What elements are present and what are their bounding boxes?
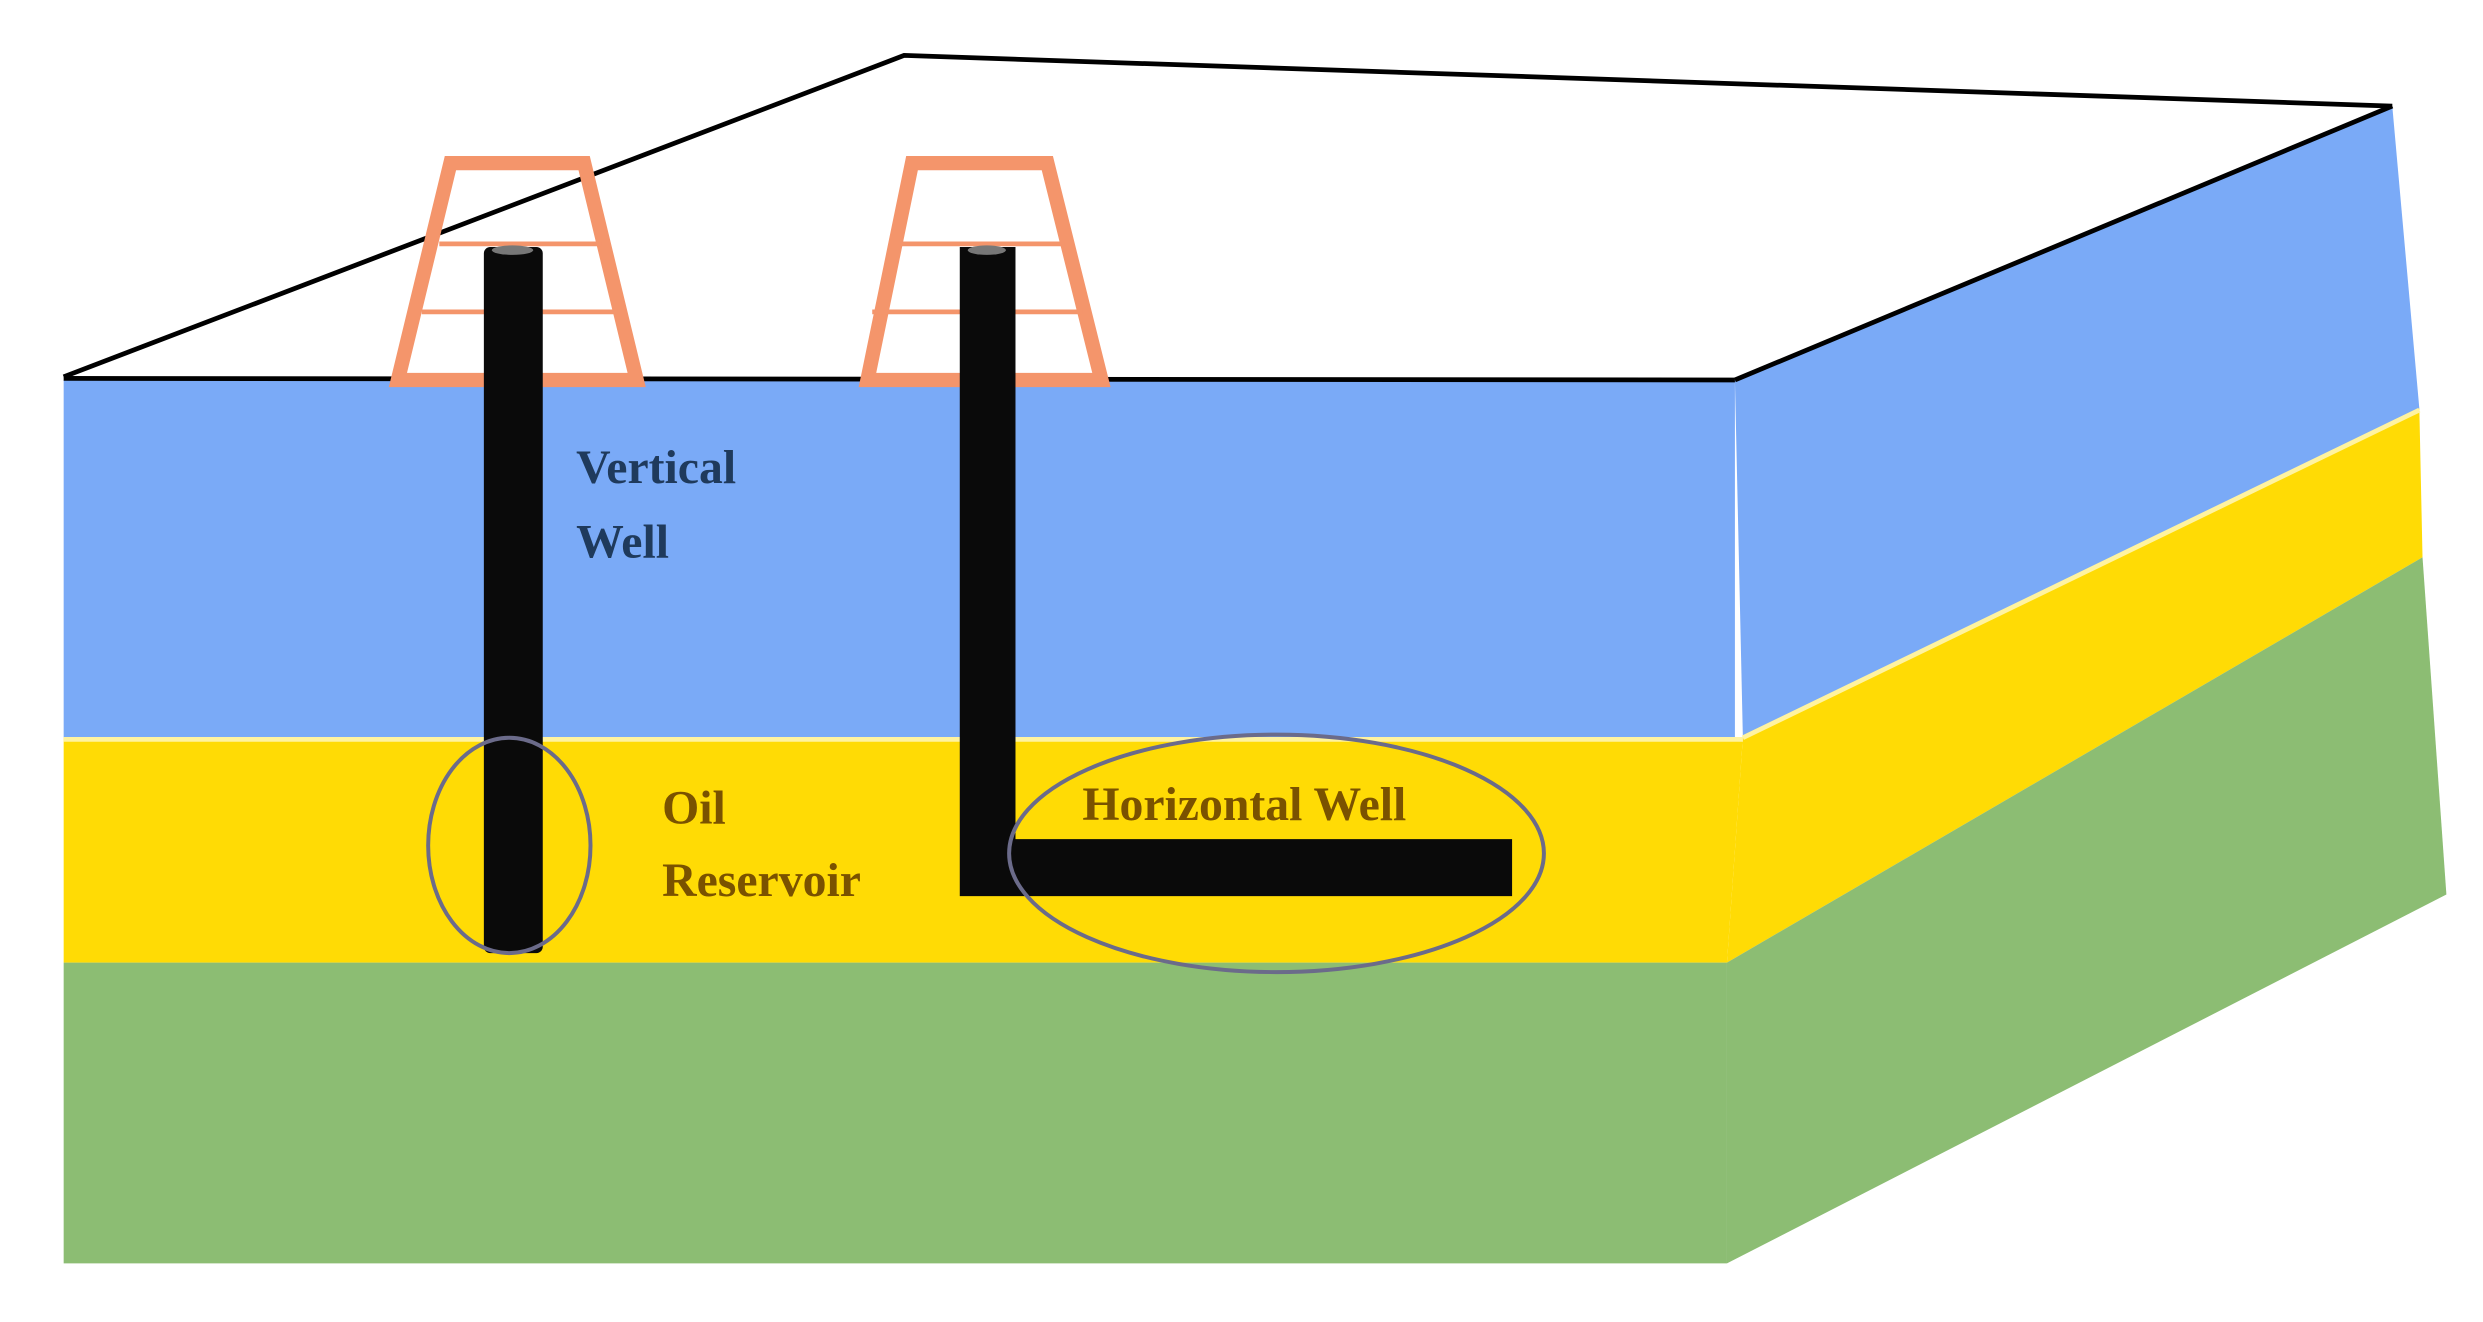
vertical-well-derrick (388, 155, 646, 388)
vertical-well-reservoir-highlight (426, 735, 593, 956)
rock-layer-front (63, 962, 1727, 1264)
surface-outline (62, 53, 2393, 380)
oil-reservoir-label-line1: Oil (662, 782, 726, 834)
water-layer-side (1734, 106, 2420, 738)
horizontal-well-pipe-cap (967, 245, 1006, 255)
labels: Vertical Well Oil Reservoir Horizontal W… (576, 442, 1406, 907)
oil-layer-front (63, 737, 1743, 963)
horizontal-well (858, 155, 1546, 975)
horizontal-well-derrick (858, 155, 1111, 388)
geological-block (62, 53, 2447, 1264)
oil-reservoir-label-line2: Reservoir (662, 855, 861, 907)
vertical-well-pipe-cap (491, 245, 534, 255)
ground-surface (63, 55, 2393, 380)
horizontal-well-label: Horizontal Well (1082, 779, 1406, 831)
vertical-well-pipe (483, 246, 543, 954)
oil-layer-side (1726, 408, 2423, 963)
horizontal-well-reservoir-highlight (1007, 732, 1546, 975)
vertical-well-label-line2: Well (576, 516, 669, 568)
surface-right-edge (1733, 103, 2394, 383)
water-layer-front (63, 379, 1735, 738)
rock-layer-side (1726, 557, 2447, 1264)
oil-layer-highlight-side (1741, 407, 2421, 740)
vertical-well (388, 155, 646, 956)
vertical-well-label-line1: Vertical (576, 442, 736, 494)
